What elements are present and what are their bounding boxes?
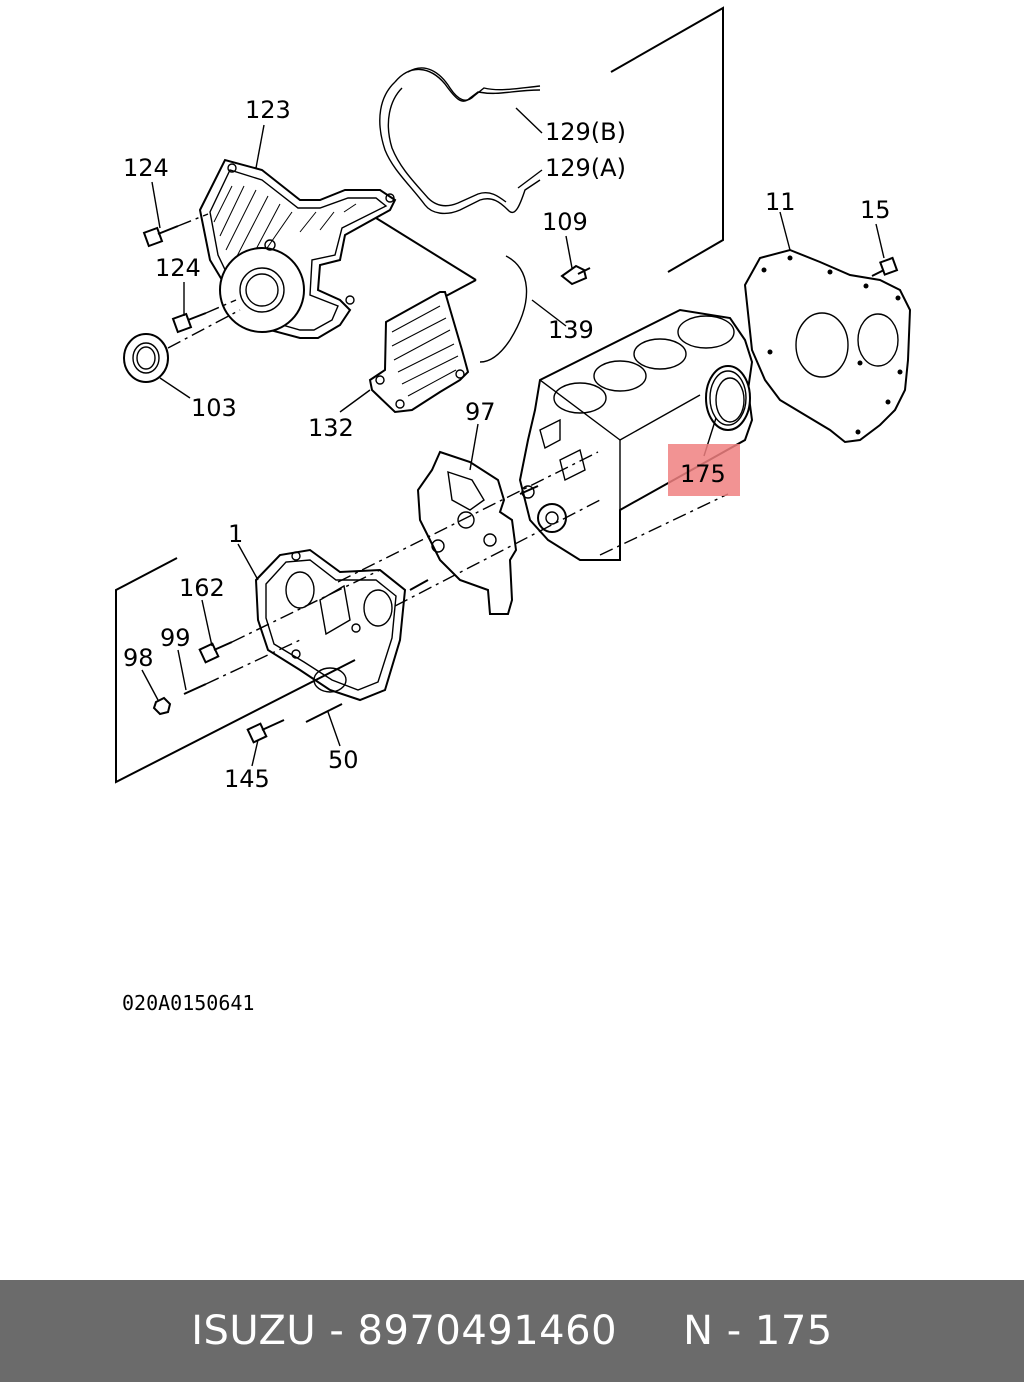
fitting-109 (560, 264, 591, 286)
parts-diagram: 123 124 124 103 129(B) 129(A) 109 139 13… (115, 6, 912, 1015)
cover-132 (368, 217, 477, 414)
rear-oil-seal-175 (705, 365, 751, 431)
frame-upper-right (610, 6, 724, 273)
footer-part-number: ISUZU - 8970491460 N - 175 (191, 1308, 833, 1354)
callout-124-upper: 124 (123, 154, 169, 182)
oil-seal-103 (123, 309, 241, 383)
callout-109: 109 (542, 208, 588, 236)
callout-129b: 129(B) (545, 118, 626, 146)
callout-145: 145 (224, 765, 270, 793)
seal-139 (479, 255, 528, 363)
bolt-124-lower (171, 299, 237, 334)
front-housing-1 (254, 548, 407, 702)
bolt-162 (198, 569, 381, 664)
callout-97: 97 (465, 398, 496, 426)
callout-15: 15 (860, 196, 891, 224)
nut-98 (152, 696, 172, 716)
callout-175: 175 (680, 460, 726, 488)
callout-11: 11 (765, 188, 796, 216)
bolt-145 (246, 719, 285, 744)
stud-50 (305, 703, 343, 723)
callout-123: 123 (245, 96, 291, 124)
frame-lower (115, 451, 729, 784)
rear-plate-11 (743, 248, 912, 444)
bolt-15 (871, 256, 899, 277)
callout-162: 162 (179, 574, 225, 602)
gasket-97 (416, 450, 518, 615)
callout-103: 103 (191, 394, 237, 422)
bolt-124-upper (142, 213, 209, 248)
cylinder-block (518, 308, 754, 561)
callout-129a: 129(A) (545, 154, 626, 182)
callout-99: 99 (160, 624, 191, 652)
callout-98: 98 (123, 644, 154, 672)
gasket-129 (379, 67, 541, 215)
callout-139: 139 (548, 316, 594, 344)
front-cover-123 (198, 158, 397, 339)
highlight-175 (668, 444, 740, 496)
callout-50: 50 (328, 746, 359, 774)
callout-124-lower: 124 (155, 254, 201, 282)
leader-lines (141, 107, 885, 767)
diagram-code: 020A0150641 (122, 991, 254, 1015)
callout-1: 1 (228, 520, 243, 548)
footer-bar: ISUZU - 8970491460 N - 175 (0, 1280, 1024, 1382)
stud-99 (183, 639, 301, 695)
callout-132: 132 (308, 414, 354, 442)
callouts: 123 124 124 103 129(B) 129(A) 109 139 13… (123, 96, 891, 793)
